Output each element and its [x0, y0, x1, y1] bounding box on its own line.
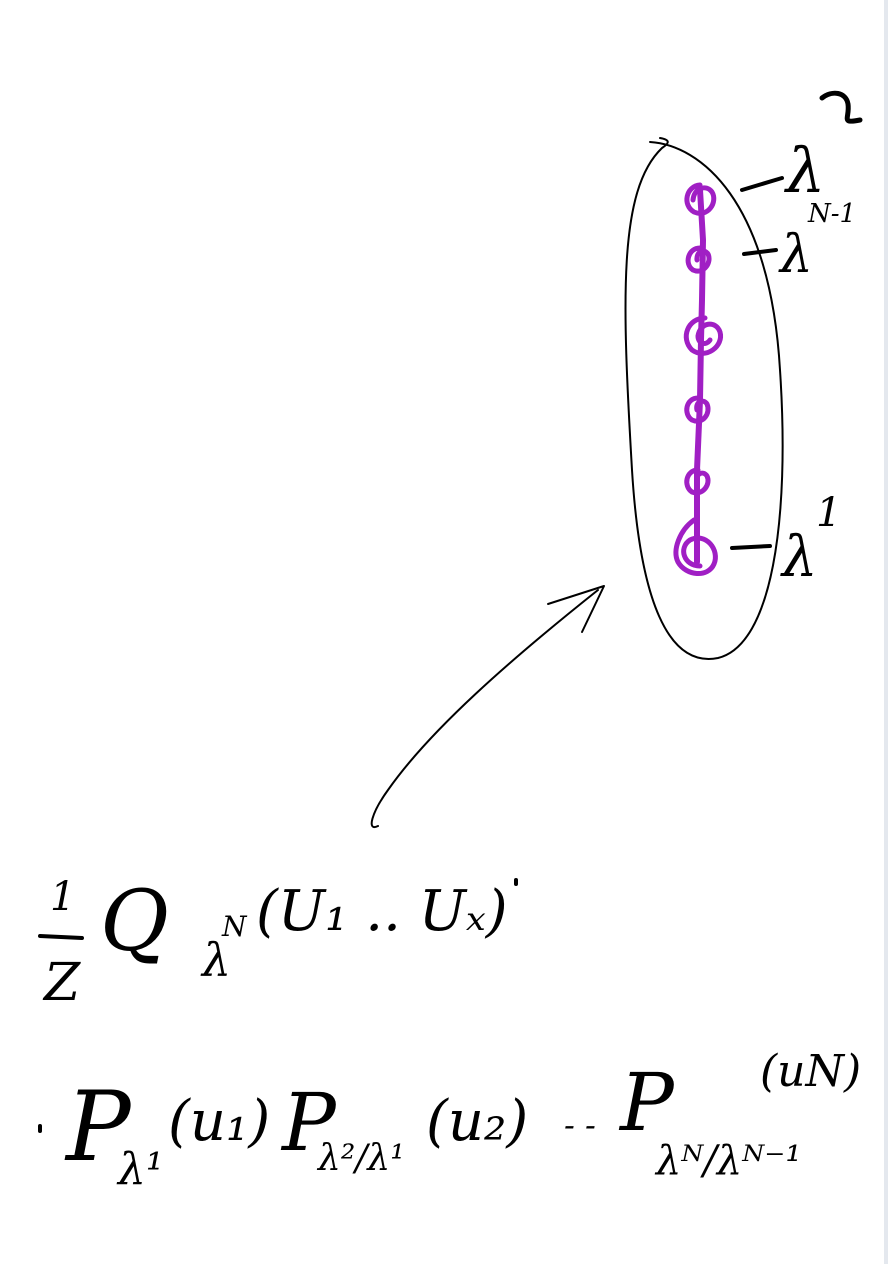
- formula-PN-sub: λᴺ/λᴺ⁻¹: [654, 1138, 801, 1184]
- formula-P2-sub: λ²/λ¹: [316, 1138, 405, 1179]
- bottom-lambda: λ: [780, 525, 818, 590]
- formula-P1-args: (u₁): [168, 1089, 270, 1154]
- formula-Q-sup: N: [221, 910, 248, 943]
- formula-PN-args: (uN): [760, 1046, 861, 1097]
- fraction-bar: [38, 934, 84, 940]
- formula-P1: P: [64, 1071, 132, 1183]
- chain-node-5: [684, 467, 711, 496]
- chain-node-2: [685, 245, 712, 274]
- chain-node-4: [684, 395, 711, 424]
- formula-P1-sub: λ¹: [116, 1144, 164, 1195]
- formula-P2: P: [280, 1076, 337, 1169]
- chain-node-6: [673, 517, 718, 576]
- formula-ellipsis: - -: [564, 1106, 596, 1144]
- chain-node-3: [683, 315, 724, 356]
- top-superscript-stroke: [819, 90, 863, 124]
- connector-arrow: [370, 589, 599, 829]
- lambda-chain: [673, 182, 724, 576]
- formula-P2-args: (u₂): [426, 1089, 528, 1154]
- bottom-superscript: 1: [816, 490, 841, 536]
- second-superscript: N-1: [807, 199, 856, 229]
- top-lambda: λ: [783, 134, 825, 207]
- formula-Q: Q: [100, 872, 169, 970]
- top-superscript: N: [839, 149, 841, 151]
- formula-Q-sub: λ: [200, 933, 231, 987]
- tick-bottom: [730, 544, 772, 550]
- fraction-denominator: Z: [42, 953, 81, 1013]
- tick-second: [742, 248, 778, 256]
- formula-Q-args: (U₁ .. Uₓ): [256, 879, 508, 944]
- second-lambda: λ: [778, 225, 813, 285]
- formula-line-1: 1 Z Q λ N (U₁ .. Uₓ): [38, 872, 518, 1013]
- arrow-head: [547, 585, 605, 633]
- tick-top: [740, 176, 784, 192]
- enclosing-ellipse: [624, 137, 784, 660]
- formula-PN: P: [618, 1056, 675, 1149]
- chain-node-1: [684, 182, 717, 216]
- formula-line-2: P λ¹ (u₁) P λ²/λ¹ (u₂) - - P λᴺ/λᴺ⁻¹ (uN…: [38, 1046, 861, 1195]
- fraction-numerator: 1: [50, 874, 75, 920]
- canvas-edge: [884, 0, 888, 1264]
